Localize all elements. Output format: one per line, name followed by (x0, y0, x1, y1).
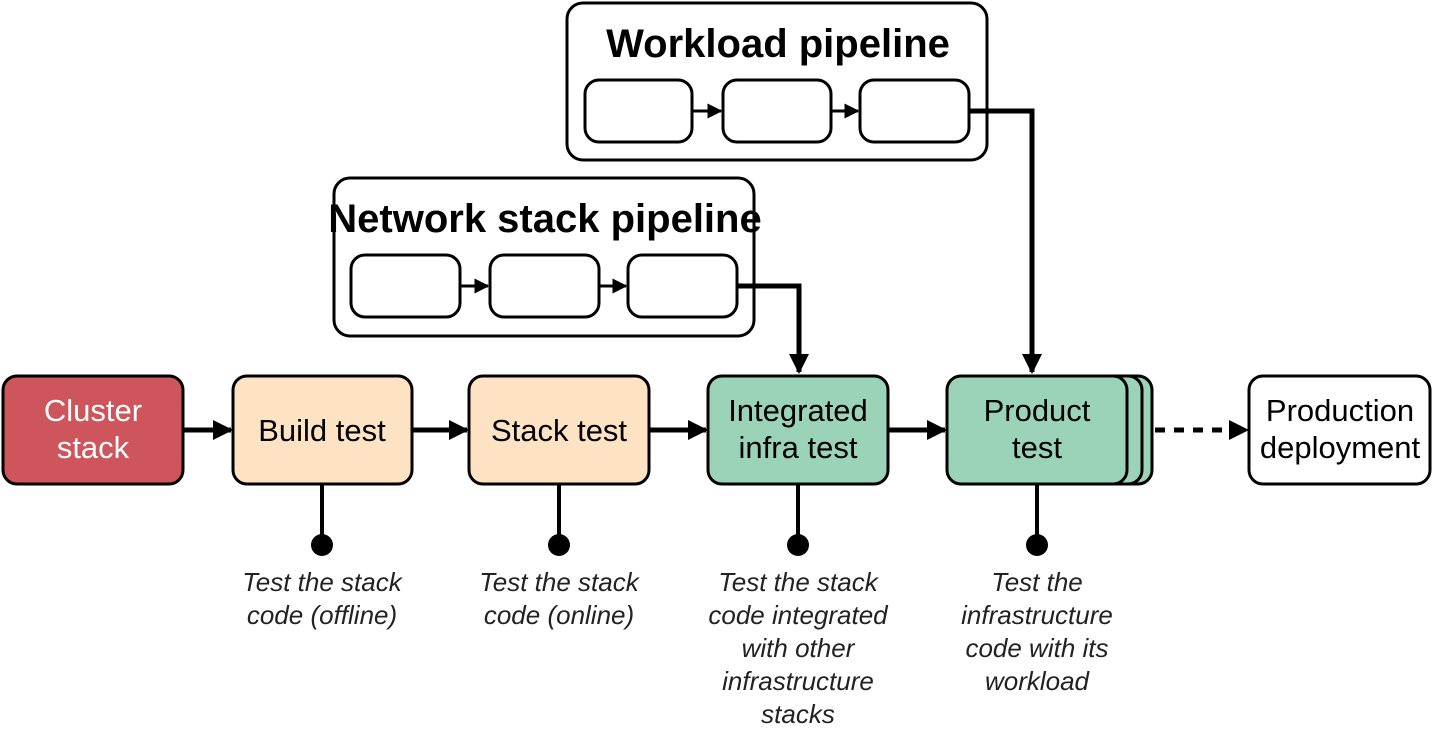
stage-cluster-stack: Cluster stack (1, 374, 185, 486)
note-dot (548, 534, 570, 556)
note-dot (311, 534, 333, 556)
network-stack-pipeline: Network stack pipeline (328, 176, 762, 338)
note-dot (787, 534, 809, 556)
stage-production-deployment: Production deployment (1247, 374, 1432, 486)
stack-test-label: Stack test (491, 413, 627, 448)
workload-pipeline: Workload pipeline (565, 1, 989, 162)
stage-product-test: Product test (945, 374, 1154, 486)
integrated-infra-test-label-line1: Integrated (728, 393, 868, 428)
network-pipeline-step (349, 253, 462, 319)
stack-test-note: Test the stack code (online) (479, 567, 639, 630)
integrated-infra-test-label-line2: infra test (739, 430, 858, 465)
stage-integrated-infra-test: Integrated infra test (706, 374, 890, 486)
workload-pipeline-step (583, 78, 694, 144)
stage-stack-test: Stack test (467, 374, 651, 486)
build-test-label: Build test (258, 413, 386, 448)
network-pipeline-step (488, 253, 601, 319)
workload-pipeline-step (858, 78, 971, 144)
production-deployment-label-line1: Production (1266, 393, 1414, 428)
cluster-stack-label-line2: stack (57, 430, 130, 465)
note-dot (1026, 534, 1048, 556)
cluster-stack-label-line1: Cluster (44, 393, 142, 428)
product-test-note: Test the infrastructure code with its wo… (961, 567, 1113, 696)
workload-pipeline-step (721, 78, 833, 144)
stage-build-test: Build test (231, 374, 414, 486)
production-deployment-label-line2: deployment (1260, 430, 1421, 465)
network-pipeline-title: Network stack pipeline (328, 197, 761, 241)
network-pipeline-step (626, 253, 739, 319)
product-test-label-line1: Product (984, 393, 1091, 428)
workload-pipeline-title: Workload pipeline (606, 22, 950, 66)
build-test-note: Test the stack code (offline) (242, 567, 402, 630)
integrated-infra-test-note: Test the stack code integrated with othe… (708, 567, 888, 729)
product-test-label-line2: test (1012, 430, 1062, 465)
network-to-integrated-test-arrow (738, 283, 809, 374)
workload-to-product-test-arrow (970, 108, 1042, 374)
